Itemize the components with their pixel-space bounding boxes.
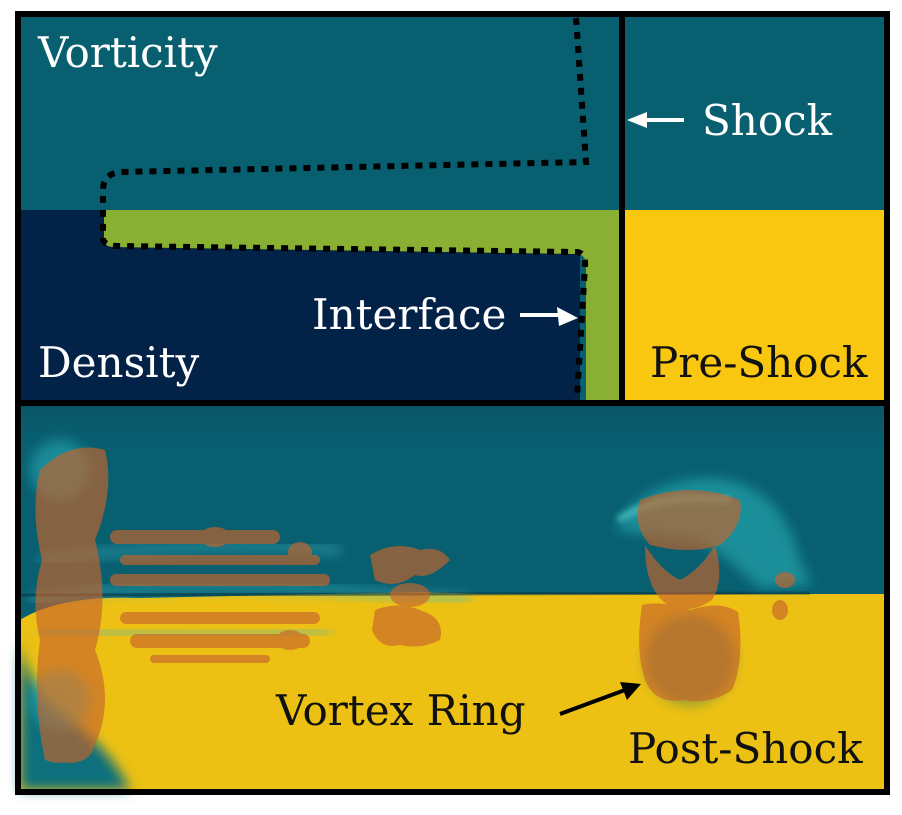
post-shock-label: Post-Shock (628, 724, 863, 773)
pre-shock-panel (20, 16, 885, 401)
post-shock-panel (19, 404, 885, 790)
bottom-panel-border (15, 400, 890, 795)
interface-band (104, 210, 622, 400)
vortex-ring-label: Vortex Ring (276, 686, 526, 735)
vorticity-isosurfaces (35, 447, 795, 763)
vorticity-label: Vorticity (38, 28, 218, 77)
shock-arrow-icon (627, 112, 684, 128)
interface-contour (100, 17, 590, 399)
vortex-ring-arrow-icon (559, 682, 641, 716)
shocked-gas-region (624, 210, 885, 400)
density-label: Density (38, 338, 200, 387)
interface-arrow-icon (520, 307, 578, 326)
top-shading (20, 404, 885, 454)
shock-label: Shock (702, 96, 833, 145)
interface-label: Interface (312, 290, 507, 339)
pre-shock-label: Pre-Shock (650, 338, 868, 387)
